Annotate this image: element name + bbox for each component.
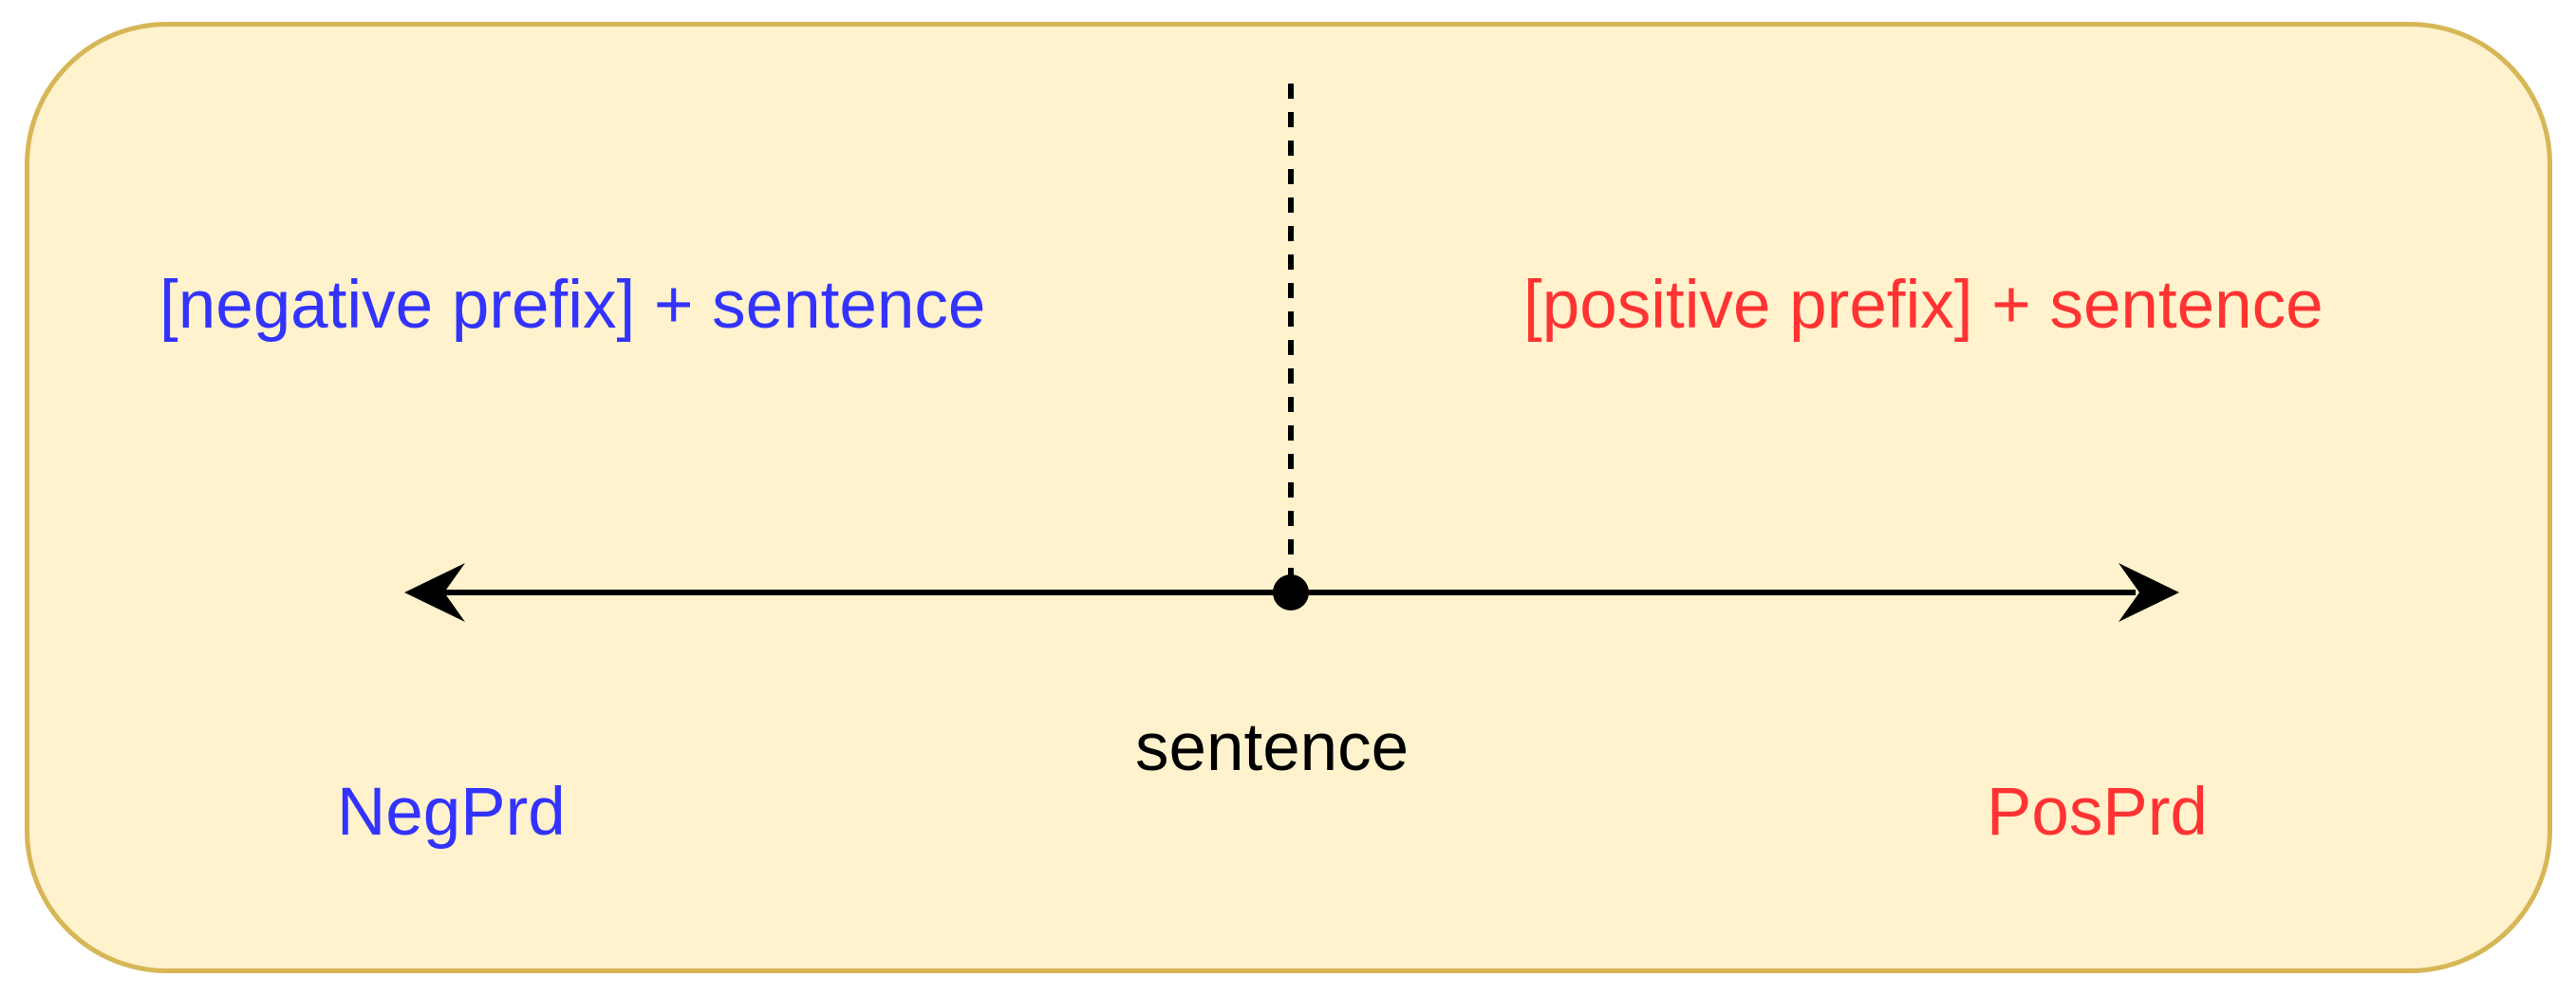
posprd-label: PosPrd bbox=[1987, 775, 2208, 850]
left-arrowhead bbox=[404, 563, 465, 622]
sentence-label: sentence bbox=[1135, 710, 1409, 785]
positive-prefix-label: [positive prefix] + sentence bbox=[1523, 268, 2324, 343]
origin-point bbox=[1273, 574, 1309, 611]
right-arrowhead bbox=[2119, 563, 2179, 622]
negprd-label: NegPrd bbox=[337, 775, 566, 850]
negative-prefix-label: [negative prefix] + sentence bbox=[159, 268, 986, 343]
